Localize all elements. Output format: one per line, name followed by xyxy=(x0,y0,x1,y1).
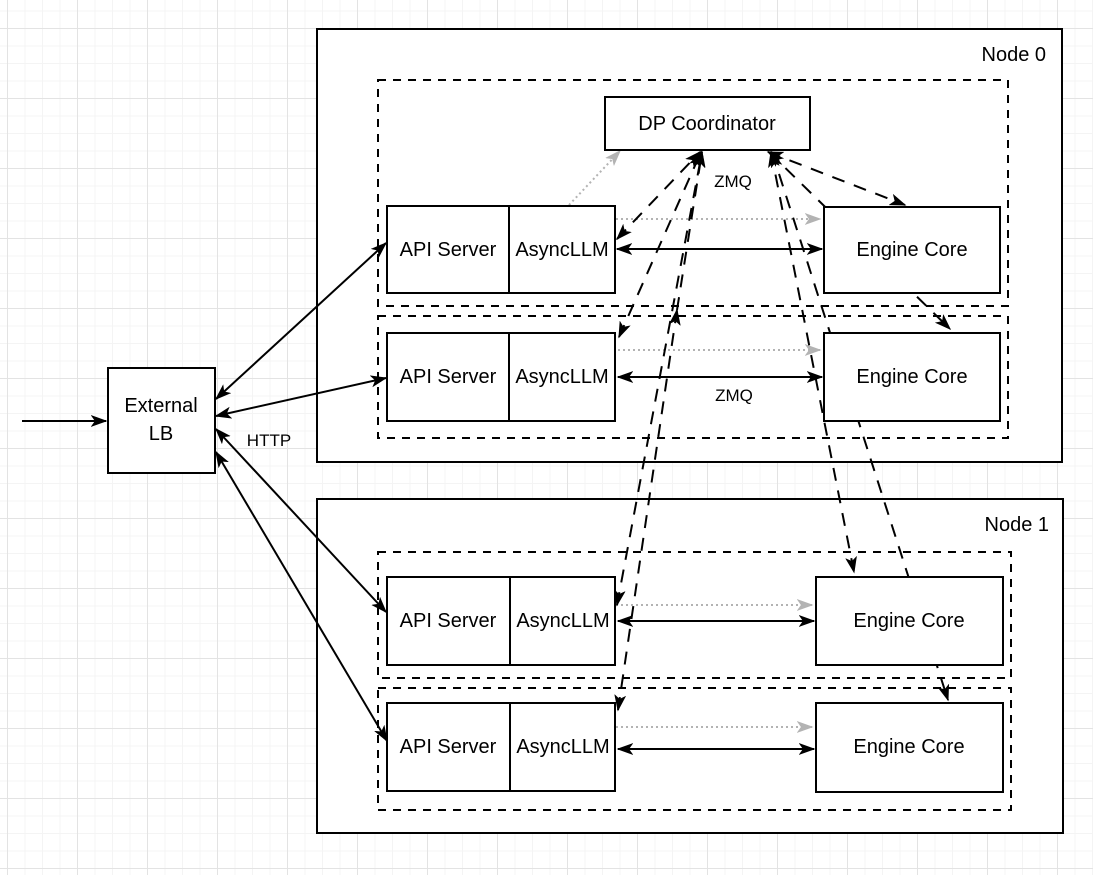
node0-api-pair2-rect xyxy=(386,332,616,422)
node0-asyncllm2-label: AsyncLLM xyxy=(515,366,608,388)
node0-engine-core1-label: Engine Core xyxy=(856,239,967,261)
node0-api-pair1-rect xyxy=(386,205,616,294)
node1-api-pair1-rect xyxy=(386,576,616,666)
node0-engine-core-2: Engine Core xyxy=(823,332,1001,422)
edge-lb-api1 xyxy=(216,243,386,399)
node0-engine-core-1: Engine Core xyxy=(823,206,1001,294)
dp-coordinator-rect xyxy=(604,96,811,151)
node1-engine-core1-label: Engine Core xyxy=(853,610,964,632)
node1-label: Node 1 xyxy=(985,514,1050,536)
dashed-edge-coordinator-asyncllm4-upper xyxy=(676,152,702,311)
node0-api-pair-2: API Server AsyncLLM xyxy=(386,332,616,422)
node0-engine-core2-rect xyxy=(823,332,1001,422)
node0-engine-core2-label: Engine Core xyxy=(856,366,967,388)
node1-api-pair-2: API Server AsyncLLM xyxy=(386,702,616,792)
node0-api-server2-label: API Server xyxy=(400,366,497,388)
node1-engine-core-2: Engine Core xyxy=(815,702,1004,793)
node0-api-server1-label: API Server xyxy=(400,239,497,261)
edge-lb-api2 xyxy=(216,378,386,416)
dp-coordinator-box: DP Coordinator xyxy=(604,96,811,151)
node1-api-server2-label: API Server xyxy=(400,736,497,758)
node1-asyncllm2-label: AsyncLLM xyxy=(516,736,609,758)
node1-engine-core1-rect xyxy=(815,576,1004,666)
node1-api-pair2-rect xyxy=(386,702,616,792)
node0-label: Node 0 xyxy=(982,44,1047,66)
node1-asyncllm1-label: AsyncLLM xyxy=(516,610,609,632)
external-lb-label-line1: External xyxy=(124,395,197,417)
node0-api-pair-1: API Server AsyncLLM xyxy=(386,205,616,294)
external-lb-box: External LB xyxy=(107,367,216,474)
node0-engine-core1-rect xyxy=(823,206,1001,294)
zmq-label-coordinator: ZMQ xyxy=(714,172,752,191)
node0-asyncllm1-label: AsyncLLM xyxy=(515,239,608,261)
external-lb-rect xyxy=(107,367,216,474)
zmq-label-engine: ZMQ xyxy=(715,386,753,405)
dp-coordinator-label: DP Coordinator xyxy=(638,113,776,135)
http-label: HTTP xyxy=(247,431,291,450)
node1-engine-core2-label: Engine Core xyxy=(853,736,964,758)
edge-lb-api4 xyxy=(215,452,388,741)
dotted-edge-asyncllm1-coordinator xyxy=(568,151,620,206)
external-lb-label-line2: LB xyxy=(149,423,173,445)
node1-api-server1-label: API Server xyxy=(400,610,497,632)
node1-engine-core-1: Engine Core xyxy=(815,576,1004,666)
node1-api-pair-1: API Server AsyncLLM xyxy=(386,576,616,666)
node1-group2-boundary xyxy=(377,687,1012,811)
node1-engine-core2-rect xyxy=(815,702,1004,793)
